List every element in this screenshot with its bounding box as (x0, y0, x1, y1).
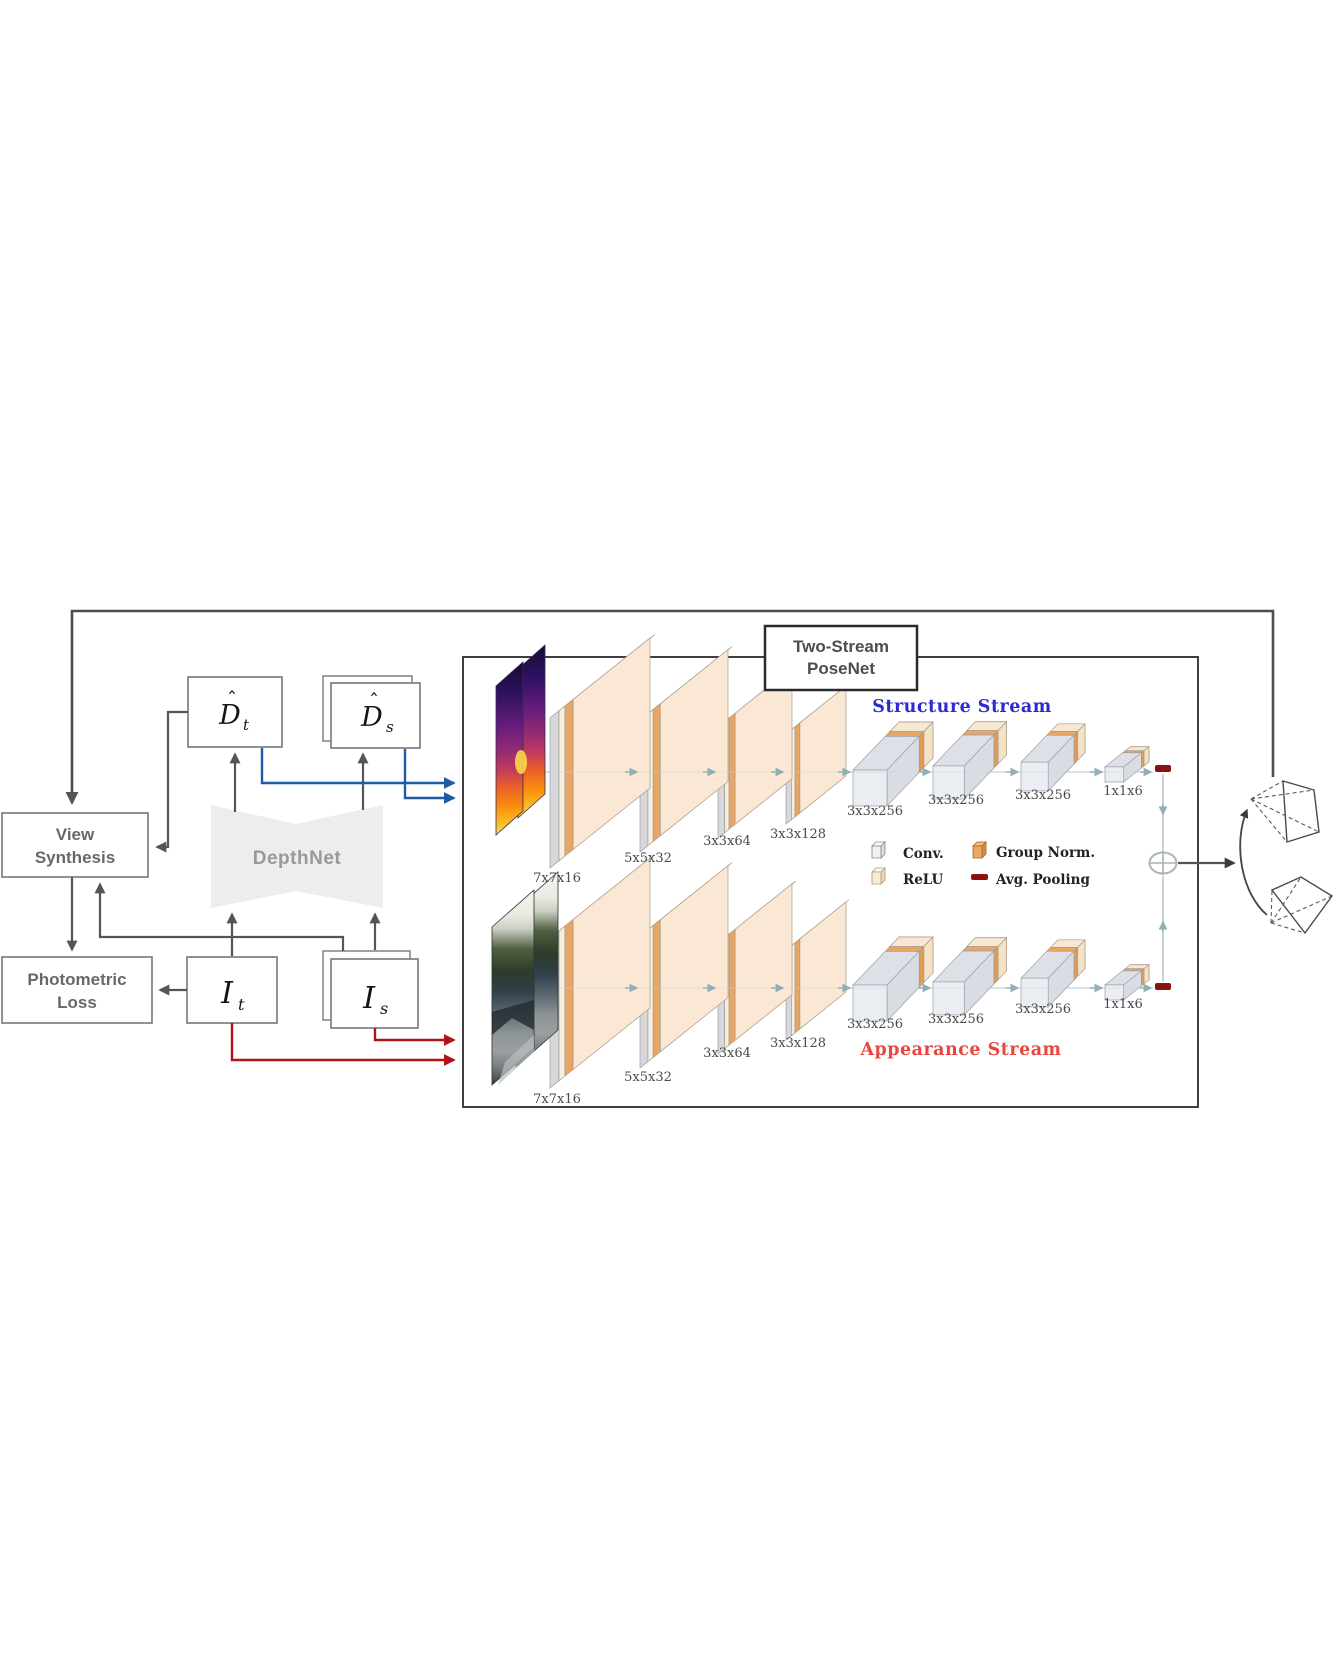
structure-layer-labels: 7x7x16 5x5x32 3x3x64 3x3x128 3x3x256 3x3… (533, 784, 1143, 886)
layer-label: 5x5x32 (624, 851, 672, 866)
camera-image-road (498, 1035, 534, 1085)
depthnet-hourglass-shape (211, 805, 383, 908)
layer-label: 3x3x256 (847, 1017, 903, 1032)
layer-label: 1x1x6 (1103, 784, 1142, 799)
appearance-avg-pooling-bar (1155, 983, 1171, 990)
i-s-subscript: s (380, 999, 388, 1018)
legend-relu-label: ReLU (903, 872, 944, 888)
ds-to-posenet-wire (403, 749, 456, 804)
dt-to-posenet-wire (260, 748, 456, 789)
d-s-subscript: s (386, 718, 394, 736)
image-source-box: I s (322, 950, 419, 1029)
view-synthesis-box: View Synthesis (1, 812, 149, 878)
layer-label: 3x3x128 (770, 1036, 826, 1051)
d-t-hat: ˆ (227, 687, 237, 711)
appearance-stream-label: Appearance Stream (859, 1040, 1061, 1060)
layer-label: 3x3x256 (1015, 1002, 1071, 1017)
avg-pooling-legend-icon (971, 874, 988, 880)
image-target-box: I t (186, 956, 278, 1024)
camera-pose-output (1239, 780, 1334, 935)
is-to-view-synthesis-wire (94, 882, 345, 951)
i-s-symbol: I (362, 981, 376, 1016)
camera-image-cars (492, 1000, 534, 1035)
posenet-title-line2: PoseNet (807, 659, 875, 678)
camera-frustum-top (1250, 780, 1320, 843)
photometric-loss-box: Photometric Loss (1, 956, 153, 1024)
depth-map-sheet-front (495, 661, 524, 836)
is-to-posenet-wire (373, 1028, 456, 1046)
depth-to-structure-wires (260, 748, 456, 804)
legend-conv-label: Conv. (903, 846, 944, 862)
layer-label: 7x7x16 (533, 871, 581, 886)
posenet-title-line1: Two-Stream (793, 637, 889, 656)
photometric-loss-label-line2: Loss (57, 993, 97, 1012)
layer-label: 1x1x6 (1103, 997, 1142, 1012)
layer-label: 3x3x128 (770, 827, 826, 842)
posenet-legend: Conv. ReLU Group Norm. Avg. Pooling (871, 841, 1095, 888)
depth-source-box: D ˆ s (322, 675, 421, 749)
dt-to-view-synthesis-wire (155, 710, 188, 853)
structure-stream-label: Structure Stream (872, 697, 1052, 717)
layer-label: 5x5x32 (624, 1070, 672, 1085)
view-synthesis-label-line1: View (56, 825, 95, 844)
photometric-loss-label-line1: Photometric (27, 970, 126, 989)
pose-feedback-wire (65, 609, 1275, 805)
layer-label: 3x3x256 (928, 793, 984, 808)
d-t-symbol: D (218, 700, 241, 731)
d-t-subscript: t (243, 716, 250, 734)
depthnet-label: DepthNet (253, 848, 342, 869)
depth-target-box: D ˆ t (187, 676, 283, 748)
posenet-title-box: Two-Stream PoseNet (763, 624, 919, 692)
layer-label: 3x3x256 (1015, 788, 1071, 803)
relative-pose-arc (1239, 808, 1268, 916)
sum-node (1148, 851, 1178, 875)
camera-frustum-bottom (1270, 876, 1334, 935)
depth-map-input-images (495, 644, 546, 836)
layer-label: 3x3x64 (703, 834, 751, 849)
legend-group-norm-label: Group Norm. (996, 845, 1095, 861)
layer-label: 3x3x64 (703, 1046, 751, 1061)
layer-label: 7x7x16 (533, 1092, 581, 1107)
d-s-hat: ˆ (369, 689, 379, 713)
layer-label: 3x3x256 (928, 1012, 984, 1027)
group-norm-legend-icon (972, 841, 987, 859)
image-to-appearance-wires (230, 1023, 456, 1066)
legend-avg-pooling-label: Avg. Pooling (995, 872, 1090, 888)
appearance-layer-labels: 7x7x16 5x5x32 3x3x64 3x3x128 3x3x256 3x3… (533, 997, 1143, 1107)
layer-label: 3x3x256 (847, 804, 903, 819)
camera-input-images (491, 871, 559, 1086)
structure-avg-pooling-bar (1155, 765, 1171, 772)
depthnet-block: DepthNet (211, 805, 383, 908)
it-to-posenet-wire (230, 1023, 456, 1066)
relu-legend-icon (871, 867, 886, 885)
d-s-symbol: D (360, 702, 383, 733)
view-synthesis-label-line2: Synthesis (35, 848, 115, 867)
i-t-subscript: t (238, 995, 245, 1014)
i-t-symbol: I (220, 976, 234, 1011)
conv-legend-icon (871, 841, 886, 859)
depth-map-highlight (515, 750, 527, 774)
